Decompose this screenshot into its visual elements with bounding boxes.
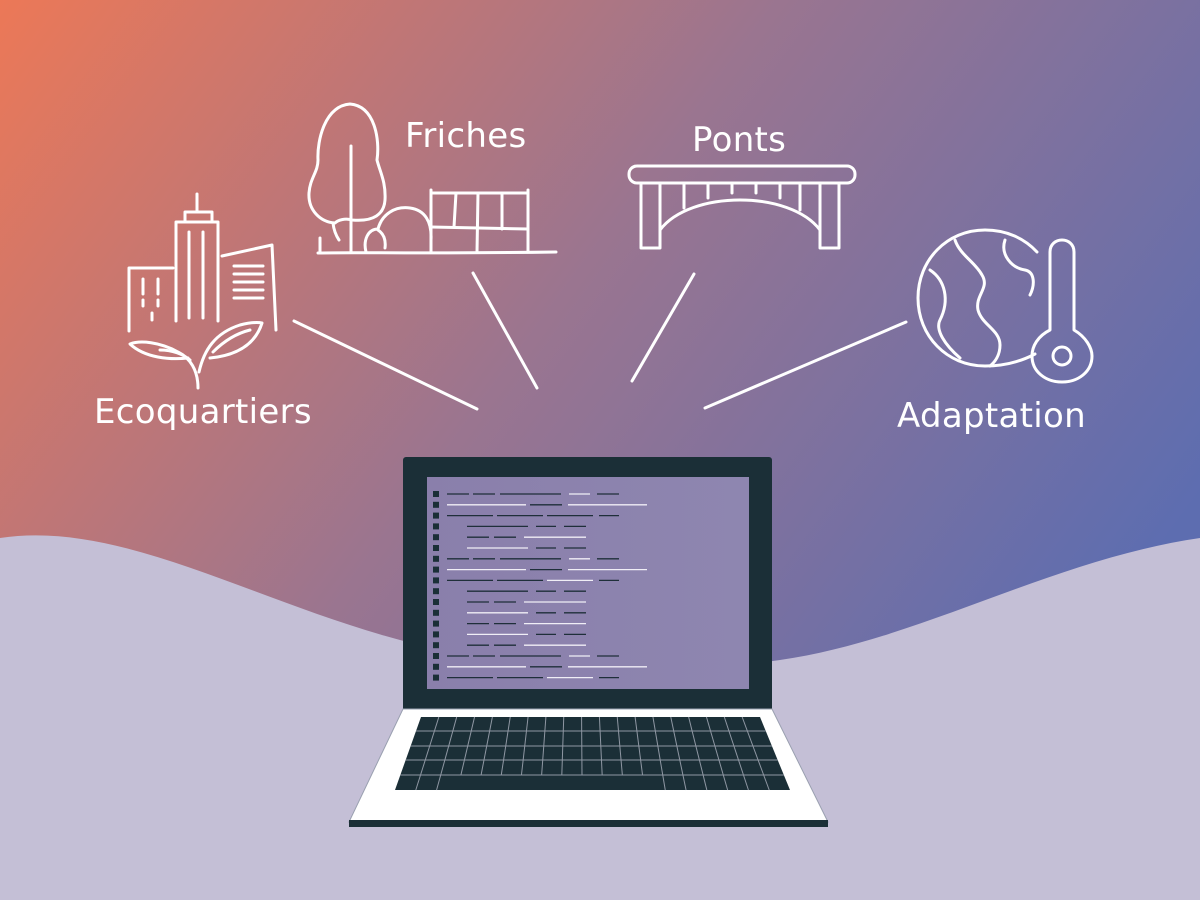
keyboard bbox=[395, 717, 790, 790]
key-column-divider bbox=[460, 716, 476, 776]
key-column-divider bbox=[541, 716, 547, 776]
code-line-marker bbox=[433, 501, 439, 508]
code-line-marker bbox=[433, 653, 439, 659]
key-column-divider bbox=[561, 716, 565, 776]
code-line-marker bbox=[433, 523, 439, 530]
label-adaptation: Adaptation bbox=[897, 396, 1086, 436]
code-line-marker bbox=[433, 566, 439, 573]
code-line-marker bbox=[433, 512, 439, 519]
label-ecoquartiers: Ecoquartiers bbox=[94, 392, 312, 432]
key-column-divider bbox=[500, 716, 511, 776]
city-leaf-icon bbox=[127, 192, 278, 390]
key-column-divider bbox=[436, 716, 458, 791]
key-column-divider bbox=[634, 716, 644, 776]
code-line-marker bbox=[433, 642, 439, 649]
label-ponts: Ponts bbox=[692, 120, 787, 160]
code-line-marker bbox=[433, 663, 439, 670]
keyboard-keys bbox=[400, 716, 784, 791]
key-column-divider bbox=[741, 716, 770, 791]
key-column-divider bbox=[598, 716, 603, 776]
laptop-base-edge bbox=[349, 820, 828, 827]
key-column-divider bbox=[723, 716, 749, 791]
key-column-divider bbox=[652, 716, 666, 791]
label-friches: Friches bbox=[405, 116, 527, 156]
laptop bbox=[348, 457, 829, 827]
code-line-marker bbox=[433, 620, 439, 627]
globe-thermometer-icon bbox=[916, 228, 1094, 384]
laptop-screen bbox=[427, 477, 749, 689]
code-line-marker bbox=[433, 491, 439, 497]
code-line-marker bbox=[433, 609, 439, 616]
code-line-marker bbox=[433, 555, 439, 562]
key-column-divider bbox=[688, 716, 708, 791]
key-column-divider bbox=[670, 716, 687, 791]
code-line-marker bbox=[433, 631, 439, 638]
connector-lines bbox=[292, 271, 908, 411]
code-line-marker bbox=[433, 674, 439, 681]
code-line-marker bbox=[433, 599, 439, 605]
key-column-divider bbox=[616, 716, 623, 776]
code-lines bbox=[433, 491, 647, 681]
code-line-marker bbox=[433, 577, 439, 584]
bridge-icon bbox=[627, 164, 857, 250]
key-column-divider bbox=[480, 716, 493, 776]
key-column-divider bbox=[520, 716, 529, 776]
wasteland-tree-icon bbox=[307, 102, 558, 255]
key-column-divider bbox=[705, 716, 729, 791]
code-line-marker bbox=[433, 545, 439, 551]
code-line-marker bbox=[433, 588, 439, 595]
key-column-divider bbox=[415, 716, 440, 791]
code-line-marker bbox=[433, 534, 439, 541]
